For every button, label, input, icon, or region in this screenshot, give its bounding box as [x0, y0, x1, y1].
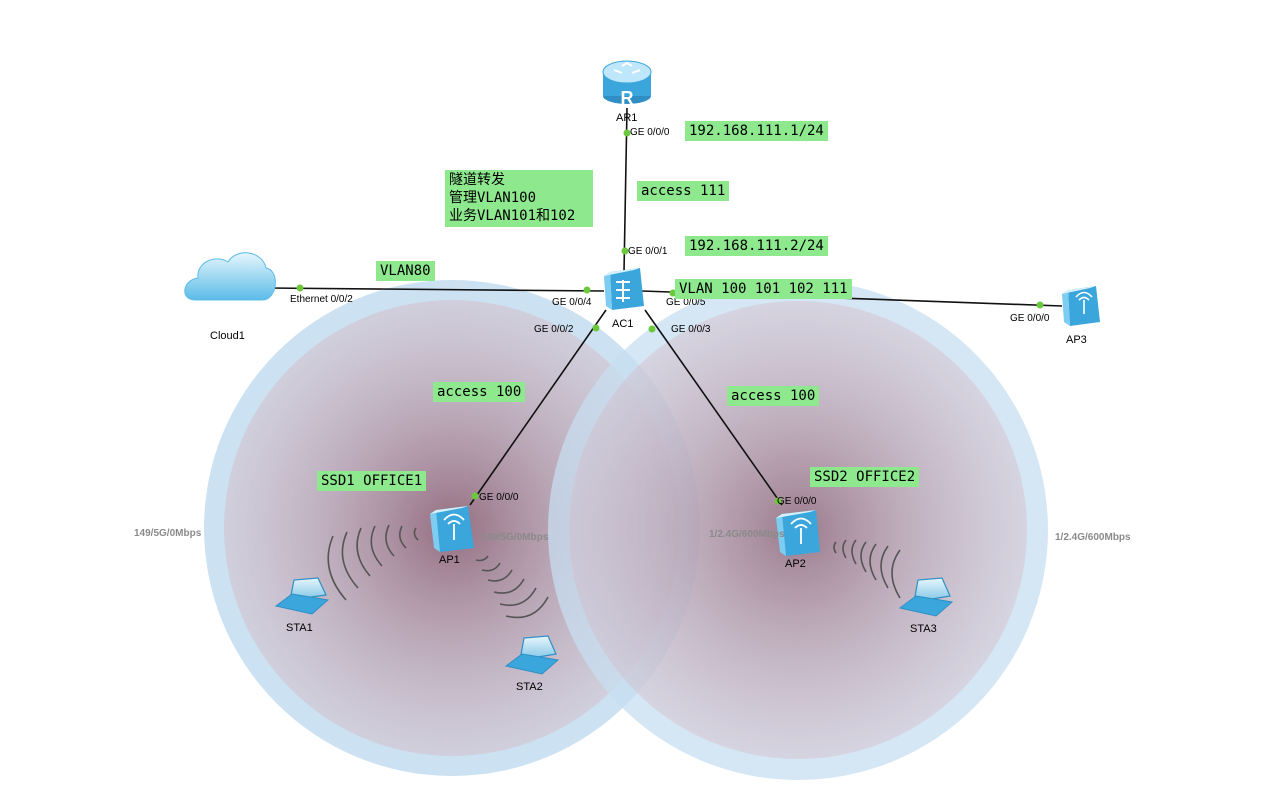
- label-access-100-left: access 100: [433, 382, 526, 402]
- port-label-ac1-ge004: GE 0/0/4: [552, 297, 592, 308]
- device-name-ar1: AR1: [616, 112, 638, 124]
- device-name-ac1: AC1: [612, 318, 634, 330]
- label-ssid2: SSD2 OFFICE2: [810, 467, 920, 487]
- laptop-icon-sta2[interactable]: [504, 635, 560, 675]
- ap2-icon[interactable]: [776, 510, 820, 556]
- router-glyph: R: [621, 88, 634, 108]
- port-label-ap2-ge000: GE 0/0/0: [777, 496, 817, 507]
- laptop-icon-sta3[interactable]: [898, 577, 954, 617]
- link-ac1-ap2: [644, 309, 783, 506]
- port-label-ar1-ge000: GE 0/0/0: [630, 127, 670, 138]
- label-vlan80: VLAN80: [376, 261, 435, 281]
- wireless-signal-icons: [327, 524, 901, 619]
- ap3-icon[interactable]: [1062, 286, 1100, 326]
- port-label-cloud-eth002: Ethernet 0/0/2: [290, 294, 353, 305]
- note-line-1: 隧道转发: [449, 172, 505, 188]
- link-ac1-ap1: [469, 309, 607, 506]
- router-icon[interactable]: [602, 60, 652, 104]
- laptop-icon-sta1[interactable]: [274, 577, 330, 615]
- device-name-sta1: STA1: [286, 622, 313, 634]
- rate-right-outer: 1/2.4G/600Mbps: [1055, 532, 1131, 543]
- label-ac1-ip: 192.168.111.2/24: [685, 236, 828, 256]
- label-ar1-ip: 192.168.111.1/24: [685, 121, 828, 141]
- cloud-icon[interactable]: [184, 252, 276, 301]
- port-label-ap1-ge000: GE 0/0/0: [479, 492, 519, 503]
- port-label-ap3-ge000: GE 0/0/0: [1010, 313, 1050, 324]
- port-label-ac1-ge003: GE 0/0/3: [671, 324, 711, 335]
- device-name-ap3: AP3: [1066, 334, 1087, 346]
- note-tunnel-forwarding: 隧道转发 管理VLAN100 业务VLAN101和102: [445, 170, 593, 227]
- note-line-3: 业务VLAN101和102: [449, 208, 576, 224]
- link-cloud-ac1: [267, 287, 605, 292]
- port-label-ac1-ge001: GE 0/0/1: [628, 246, 668, 257]
- device-name-ap2: AP2: [785, 558, 806, 570]
- note-line-2: 管理VLAN100: [449, 190, 537, 206]
- device-name-sta3: STA3: [910, 623, 937, 635]
- device-name-sta2: STA2: [516, 681, 543, 693]
- ac-controller-icon[interactable]: [604, 268, 644, 310]
- rate-left-inner: 149/5G/0Mbps: [481, 532, 549, 543]
- device-name-ap1: AP1: [439, 554, 460, 566]
- label-access-100-right: access 100: [727, 386, 820, 406]
- port-label-ac1-ge005: GE 0/0/5: [666, 297, 706, 308]
- rate-right-inner: 1/2.4G/600Mbps: [709, 529, 785, 540]
- label-access-111: access 111: [637, 181, 730, 201]
- device-name-cloud1: Cloud1: [210, 330, 245, 342]
- port-label-ac1-ge002: GE 0/0/2: [534, 324, 574, 335]
- ap1-icon[interactable]: [430, 506, 474, 552]
- label-ssid1: SSD1 OFFICE1: [317, 471, 427, 491]
- port-dots: [296, 129, 1044, 505]
- rate-left-outer: 149/5G/0Mbps: [134, 528, 202, 539]
- label-vlan-trunk: VLAN 100 101 102 111: [675, 279, 852, 299]
